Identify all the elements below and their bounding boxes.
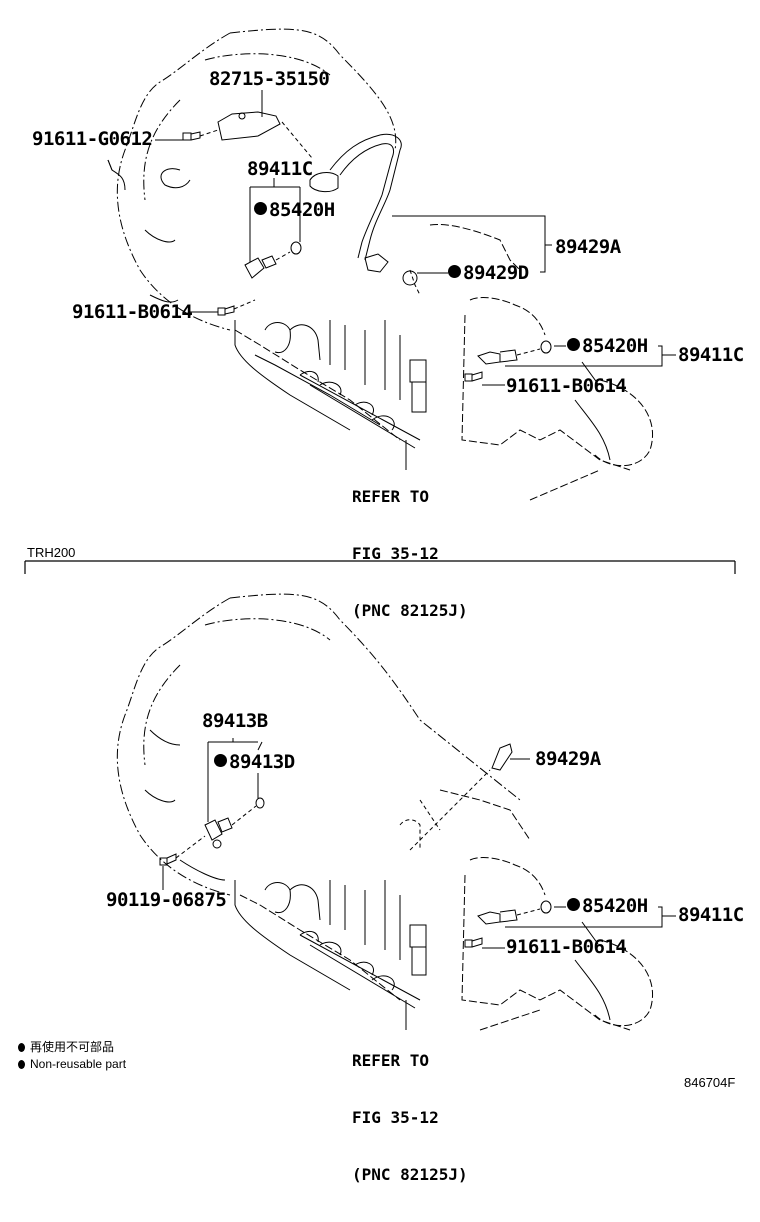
part-label-91611-B0614-upper-right[interactable]: 91611-B0614 bbox=[506, 375, 627, 397]
part-label-91611-G0612[interactable]: 91611-G0612 bbox=[32, 128, 153, 150]
part-label-89429A-lower[interactable]: 89429A bbox=[535, 748, 601, 770]
diagram-line-art bbox=[24, 28, 736, 1031]
figure-id: 846704F bbox=[684, 1075, 736, 1090]
lower-leader-lines bbox=[162, 738, 676, 949]
refer-note-line1: REFER TO bbox=[352, 1051, 430, 1070]
part-label-89411C-lower[interactable]: 89411C bbox=[678, 904, 744, 926]
part-label-89411C-upper-right[interactable]: 89411C bbox=[678, 344, 744, 366]
legend-non-reusable-en: Non-reusable part bbox=[18, 1056, 126, 1073]
lower-transmission-drawing bbox=[116, 593, 654, 1031]
parts-diagram: 82715-35150 91611-G0612 89411C 85420H 91… bbox=[0, 0, 760, 1112]
part-label-91611-B0614-lower[interactable]: 91611-B0614 bbox=[506, 936, 627, 958]
part-label-89429D-upper[interactable]: 89429D bbox=[448, 264, 529, 283]
part-label-89413B[interactable]: 89413B bbox=[202, 710, 268, 732]
part-label-89413D[interactable]: 89413D bbox=[214, 753, 295, 772]
refer-note-line1: REFER TO bbox=[352, 487, 430, 506]
part-label-90119-06875[interactable]: 90119-06875 bbox=[106, 889, 227, 911]
refer-note-upper[interactable]: REFER TO FIG 35-12 (PNC 82125J) bbox=[352, 449, 468, 658]
upper-part-glyphs bbox=[182, 111, 552, 382]
part-label-85420H-lower[interactable]: 85420H bbox=[567, 897, 648, 916]
refer-note-line3: (PNC 82125J) bbox=[352, 1165, 468, 1184]
upper-transmission-drawing bbox=[107, 28, 654, 501]
part-label-89411C-upper-left[interactable]: 89411C bbox=[247, 158, 313, 180]
refer-note-line2: FIG 35-12 bbox=[352, 544, 439, 563]
part-label-82715-35150[interactable]: 82715-35150 bbox=[209, 68, 330, 90]
part-label-89429A-upper[interactable]: 89429A bbox=[555, 236, 621, 258]
refer-note-line3: (PNC 82125J) bbox=[352, 601, 468, 620]
legend-non-reusable-jp: 再使用不可部品 bbox=[18, 1039, 126, 1056]
lower-part-glyphs bbox=[159, 743, 552, 948]
part-label-85420H-upper-left[interactable]: 85420H bbox=[254, 201, 335, 220]
part-label-85420H-upper-right[interactable]: 85420H bbox=[567, 337, 648, 356]
refer-note-line2: FIG 35-12 bbox=[352, 1108, 439, 1127]
variant-label-trh200: TRH200 bbox=[27, 545, 76, 560]
section-divider bbox=[24, 560, 736, 574]
refer-note-lower[interactable]: REFER TO FIG 35-12 (PNC 82125J) bbox=[352, 1013, 468, 1222]
legend: 再使用不可部品 Non-reusable part bbox=[18, 1039, 126, 1073]
part-label-91611-B0614-upper-left[interactable]: 91611-B0614 bbox=[72, 301, 193, 323]
